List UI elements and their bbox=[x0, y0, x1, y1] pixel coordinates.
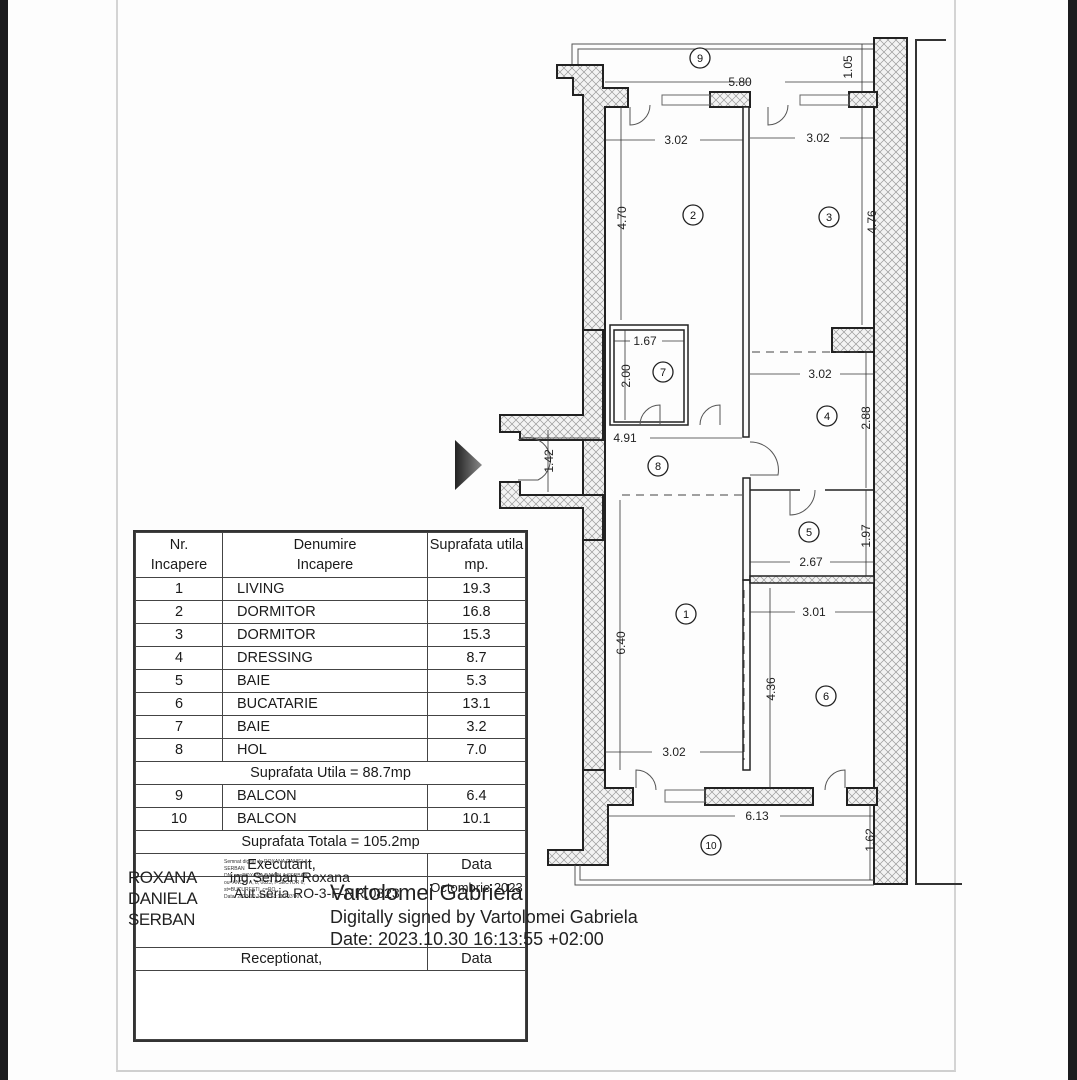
dim-room7-width: 1.67 bbox=[633, 334, 657, 348]
dim-room1-length: 6.40 bbox=[614, 631, 628, 655]
dim-room4-length: 2.88 bbox=[859, 406, 873, 430]
dim-room1-width: 3.02 bbox=[662, 745, 686, 759]
dim-balcony9-width: 5.80 bbox=[728, 75, 752, 89]
receptionat-header-row: Receptionat, Data bbox=[135, 947, 526, 971]
stamp-details: Semnat digital de ROXANA DANIELA SERBAN … bbox=[224, 859, 308, 900]
usable-total-row: Suprafata Utila = 88.7mp bbox=[135, 761, 526, 785]
room-5-marker: 5 bbox=[806, 527, 812, 539]
room-9-marker: 9 bbox=[697, 53, 703, 65]
header-nr: Nr.Incapere bbox=[135, 532, 223, 578]
executant-details: ing.Serban Roxana Aut.seria RO-3-F-NR.08… bbox=[230, 869, 400, 901]
room-3-marker: 3 bbox=[826, 212, 832, 224]
windows bbox=[661, 94, 850, 803]
room-marker-labels: 1 2 3 4 5 6 7 8 9 10 bbox=[655, 53, 832, 852]
exterior-walls bbox=[499, 37, 908, 885]
receptionat-date-label: Data bbox=[427, 947, 526, 971]
dim-room3-length: 4.76 bbox=[865, 210, 879, 234]
dimension-lines bbox=[520, 44, 874, 880]
room-6-marker: 6 bbox=[823, 691, 829, 703]
stamp-name: ROXANA DANIELA SERBAN bbox=[128, 868, 198, 929]
executant-date-label: Data bbox=[427, 853, 526, 877]
outer-boundary-line bbox=[915, 39, 962, 885]
balcony-9 bbox=[571, 43, 878, 65]
room-markers bbox=[647, 47, 840, 856]
digital-signature-date: Date: 2023.10.30 16:13:55 +02:00 bbox=[330, 929, 604, 949]
dim-balcony9-depth: 1.05 bbox=[841, 55, 855, 79]
entry-arrow-icon bbox=[455, 440, 482, 490]
dim-room2-length: 4.70 bbox=[615, 206, 629, 230]
dim-room5-length: 1.97 bbox=[859, 524, 873, 548]
dim-room6-length: 4.36 bbox=[764, 677, 778, 701]
dim-hall-length: 4.91 bbox=[613, 431, 637, 445]
dim-room4-width: 3.02 bbox=[808, 367, 832, 381]
door-swings bbox=[517, 104, 846, 791]
dim-hall-width: 1.42 bbox=[542, 449, 556, 473]
digital-signed-by: Digitally signed by Vartolomei Gabriela bbox=[330, 907, 638, 927]
receptionat-signature-row bbox=[135, 970, 526, 1040]
executant-signature-cell: ROXANA DANIELA SERBAN Semnat digital de … bbox=[128, 859, 428, 948]
dim-room2-width: 3.02 bbox=[664, 133, 688, 147]
dimension-labels: 5.80 1.05 3.02 3.02 4.70 4.76 1.67 2.00 … bbox=[542, 55, 879, 852]
executant-date: Octombrie 2023 bbox=[427, 876, 526, 948]
digital-signer-name: Vartolomei Gabriela bbox=[330, 880, 523, 905]
digital-signature: Vartolomei Gabriela Digitally signed by … bbox=[330, 880, 638, 950]
dim-balcony10-depth: 1.62 bbox=[863, 828, 877, 852]
room-4-marker: 4 bbox=[824, 411, 830, 423]
room-8-marker: 8 bbox=[655, 461, 661, 473]
room-1-marker: 1 bbox=[683, 609, 689, 621]
dim-room6-width: 3.01 bbox=[802, 605, 826, 619]
dim-room7-length: 2.00 bbox=[619, 364, 633, 388]
room-7-marker: 7 bbox=[660, 367, 666, 379]
executant-signature-row: ROXANA DANIELA SERBAN Semnat digital de … bbox=[128, 859, 526, 948]
room-2-marker: 2 bbox=[690, 210, 696, 222]
balcony-10 bbox=[574, 865, 874, 886]
interior-walls bbox=[609, 106, 875, 771]
grand-total-row: Suprafata Totala = 105.2mp bbox=[135, 830, 526, 854]
dim-room3-width: 3.02 bbox=[806, 131, 830, 145]
room-10-marker: 10 bbox=[705, 841, 717, 852]
dim-balcony10-width: 6.13 bbox=[745, 809, 769, 823]
receptionat-label: Receptionat, bbox=[135, 947, 428, 971]
document-frame bbox=[116, 0, 956, 1072]
dashed-boundaries bbox=[622, 351, 874, 760]
dim-room5-width: 2.67 bbox=[799, 555, 823, 569]
